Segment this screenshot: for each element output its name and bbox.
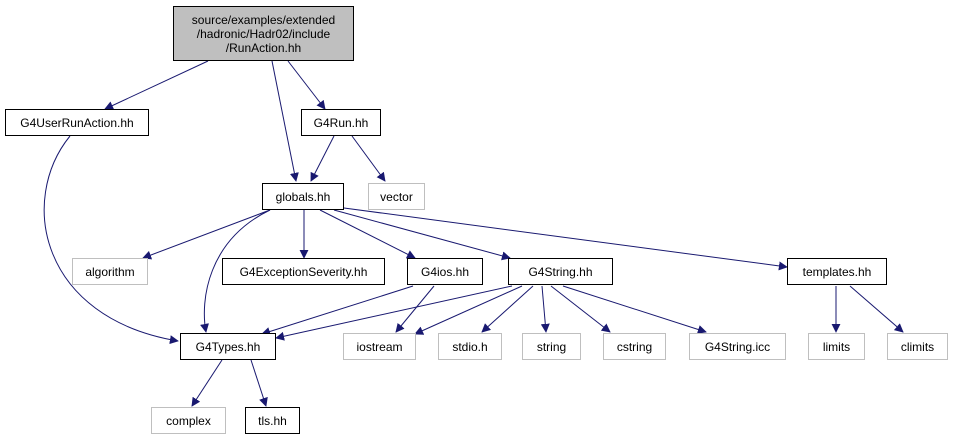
node-climits[interactable]: climits	[887, 333, 948, 360]
edge-runaction-to-globals	[271, 60, 299, 182]
edge-globals-to-algorithm	[142, 209, 271, 260]
edge-g4run-to-vector	[351, 135, 386, 182]
edge-g4types-to-complex	[191, 359, 223, 407]
edge-g4string-to-g4types	[275, 285, 513, 341]
edge-g4types-to-tls	[250, 359, 268, 407]
edge-g4string-to-cstring	[550, 285, 611, 333]
edge-runaction-to-g4userrunaction	[104, 60, 209, 110]
node-runaction-root[interactable]: source/examples/extended /hadronic/Hadr0…	[173, 6, 354, 61]
node-string[interactable]: string	[522, 333, 581, 360]
node-g4stringicc[interactable]: G4String.icc	[689, 333, 786, 360]
node-stdio[interactable]: stdio.h	[438, 333, 502, 360]
edge-runaction-to-g4run	[287, 60, 326, 110]
node-cstring[interactable]: cstring	[603, 333, 666, 360]
edge-globals-to-templates	[343, 207, 788, 271]
edge-g4string-to-stdio	[481, 285, 534, 333]
edge-g4ios-to-iostream	[395, 285, 435, 333]
edge-g4ios-to-g4types	[261, 285, 414, 336]
node-g4types[interactable]: G4Types.hh	[180, 333, 276, 360]
node-limits[interactable]: limits	[808, 333, 865, 360]
node-templates[interactable]: templates.hh	[787, 258, 887, 285]
edge-g4run-to-globals	[310, 135, 335, 182]
root-line-3: /RunAction.hh	[225, 40, 302, 55]
edge-globals-to-g4ios	[319, 209, 416, 259]
edge-g4string-to-g4stringicc	[562, 285, 707, 334]
node-g4exceptionseverity[interactable]: G4ExceptionSeverity.hh	[222, 258, 385, 285]
node-vector[interactable]: vector	[368, 183, 425, 210]
edge-g4string-to-string	[540, 285, 550, 333]
edge-globals-to-g4types	[200, 209, 271, 333]
node-complex[interactable]: complex	[151, 407, 226, 434]
node-globals[interactable]: globals.hh	[262, 183, 344, 210]
node-tls[interactable]: tls.hh	[245, 407, 300, 434]
node-algorithm[interactable]: algorithm	[72, 258, 148, 285]
root-line-2: /hadronic/Hadr02/include	[196, 26, 331, 41]
node-g4run[interactable]: G4Run.hh	[301, 109, 381, 136]
edge-templates-to-climits	[849, 285, 904, 333]
root-line-1: source/examples/extended	[191, 12, 336, 27]
edge-g4userrunaction-to-g4types	[43, 135, 179, 345]
node-iostream[interactable]: iostream	[343, 333, 416, 360]
edge-globals-to-g4string	[333, 209, 511, 261]
node-g4userrunaction[interactable]: G4UserRunAction.hh	[5, 109, 149, 136]
node-g4string[interactable]: G4String.hh	[508, 258, 613, 285]
node-g4ios[interactable]: G4ios.hh	[407, 258, 483, 285]
edge-g4string-to-iostream	[414, 285, 523, 335]
